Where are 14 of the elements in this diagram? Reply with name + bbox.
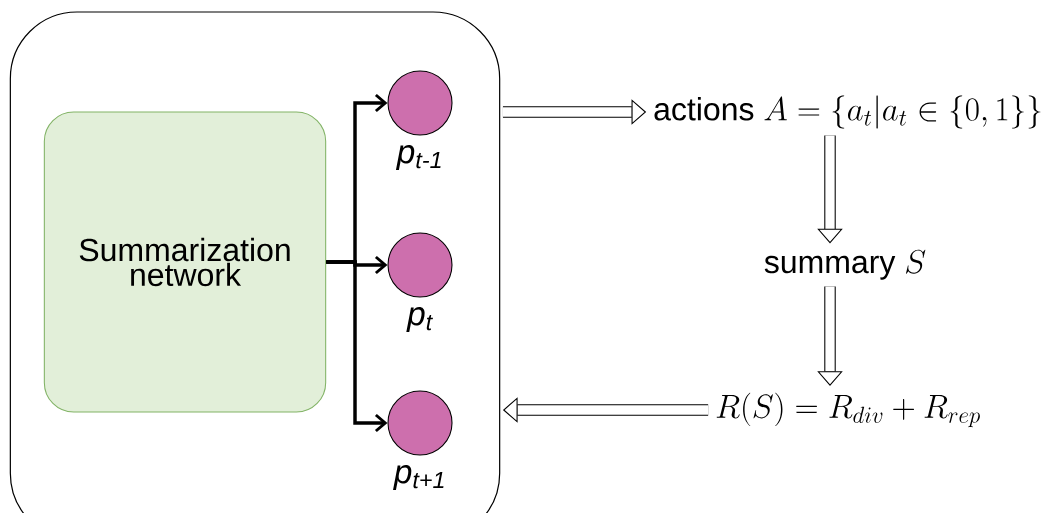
node-circle bbox=[387, 70, 453, 136]
node-caption: p$_{t-1}$ bbox=[395, 145, 441, 170]
node-circle bbox=[387, 390, 453, 456]
node-circle bbox=[387, 232, 453, 298]
container-box bbox=[9, 11, 501, 513]
formula-label: $\mathrm{summary}\ S$ bbox=[764, 249, 926, 280]
hollow-arrow bbox=[817, 135, 843, 244]
node-caption: p$_{t+1}$ bbox=[393, 465, 444, 490]
hollow-arrow bbox=[817, 286, 843, 386]
bus-arrow bbox=[326, 260, 388, 433]
formula-label: $R(S)=R_{div}+R_{rep}$ bbox=[716, 392, 980, 428]
network-box: Summarization network bbox=[43, 111, 327, 413]
formula-label: $\mathrm{actions}\ A=\{a_t|a_t\in\{0,1\}\}$ bbox=[654, 95, 1041, 129]
node-caption: p$_{t}$ bbox=[406, 307, 433, 332]
